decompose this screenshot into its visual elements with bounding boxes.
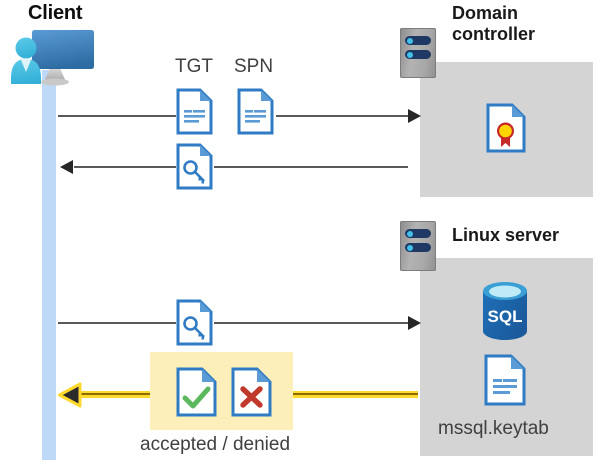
client-title: Client [28,2,83,24]
server-bay [405,50,431,59]
server-rack-icon [400,221,436,271]
verdict-label: accepted / denied [140,434,291,455]
certificate-document-icon [486,103,526,153]
server-rack-icon [400,28,436,78]
flow-line-request-right [276,115,408,117]
arrowhead-to-client-verdict [58,381,82,414]
spn-document-icon [237,88,274,135]
flow-line-ticket-right [214,166,408,168]
arrowhead-to-domain-controller [408,109,421,123]
domain-controller-title-line1: Domain [452,3,519,23]
arrowhead-to-client-ticket [60,160,73,174]
denied-document-x-icon [231,367,272,417]
tgt-document-icon [176,88,213,135]
tgt-label: TGT [175,56,213,77]
keytab-document-icon [484,354,526,406]
sql-database-icon: SQL [477,280,533,347]
domain-controller-title: Domain controller [452,3,592,45]
linux-server-title: Linux server [452,225,560,245]
flow-line-auth-right [214,322,408,324]
server-bay [405,36,431,45]
ticket-document-key-icon [176,143,213,190]
svg-text:SQL: SQL [488,307,523,326]
server-bay [405,243,431,252]
domain-controller-title-line2: controller [452,24,536,45]
arrowhead-to-linux-server [408,316,421,330]
keytab-label: mssql.keytab [438,418,549,439]
server-bay [405,229,431,238]
accepted-document-check-icon [176,367,217,417]
flow-line-auth-left [58,322,176,324]
client-workstation-icon [10,26,96,90]
auth-document-key-icon [176,299,213,346]
flow-line-request-left [58,115,176,117]
flow-line-verdict-left [76,391,152,398]
spn-label: SPN [234,56,274,77]
flow-line-ticket-left [74,166,176,168]
flow-line-verdict-right [291,391,418,398]
client-lifeline [42,70,56,460]
